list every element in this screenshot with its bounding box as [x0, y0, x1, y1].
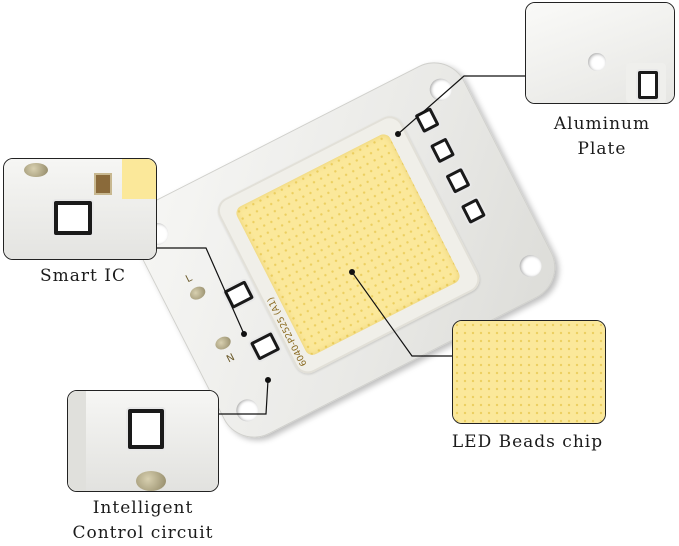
- aluminum-dot: [395, 131, 401, 137]
- control-circuit-component: [128, 409, 164, 449]
- aluminum-plate-label: Aluminum Plate: [537, 112, 667, 162]
- intelligent-line: [216, 380, 268, 414]
- smart-ic-line: [156, 248, 244, 334]
- led-dot: [349, 269, 355, 275]
- intelligent-control-callout: [67, 390, 219, 492]
- mount-hole: [588, 53, 606, 71]
- led-beads-label: LED Beads chip: [440, 430, 615, 455]
- led-beads-callout: [452, 320, 606, 424]
- intelligent-control-label: Intelligent Control circuit: [48, 496, 238, 546]
- solder-pad: [24, 163, 48, 177]
- smart-ic-label: Smart IC: [28, 264, 138, 289]
- aluminum-plate-callout: [525, 2, 675, 104]
- aluminum-line: [398, 76, 525, 134]
- solder-pad: [136, 471, 166, 491]
- smart-ic-component: [54, 201, 92, 235]
- smart-ic-callout: [3, 158, 157, 260]
- intelligent-dot: [265, 377, 271, 383]
- aluminum-plate-contact: [638, 71, 658, 99]
- led-line: [352, 272, 452, 356]
- smart-ic-dot: [241, 331, 247, 337]
